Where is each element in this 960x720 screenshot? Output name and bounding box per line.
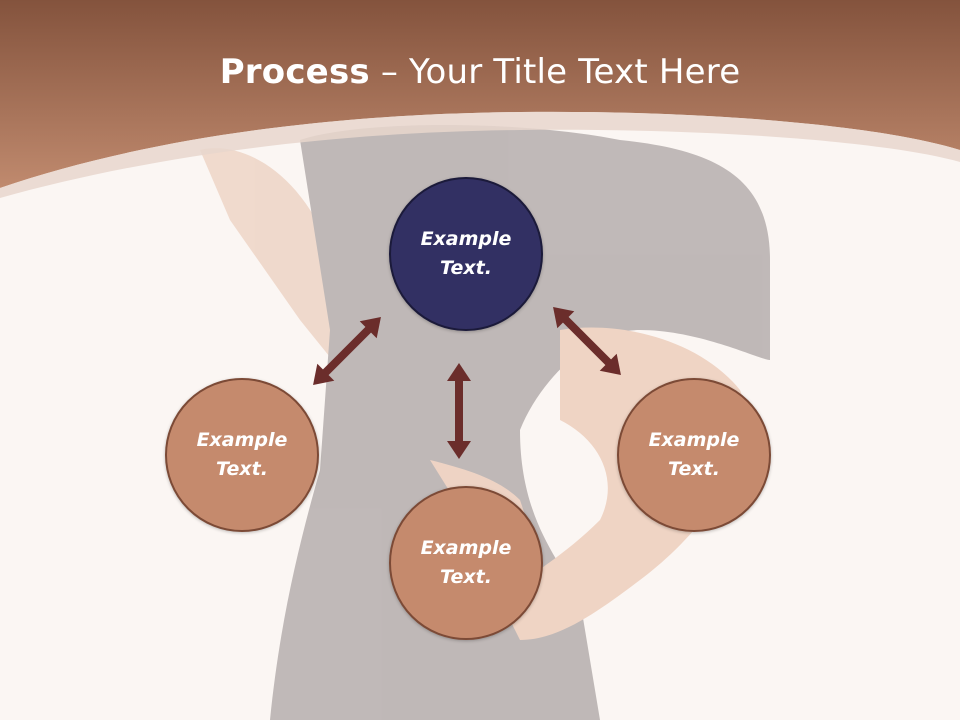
center-node-text: Example Text.	[420, 228, 512, 279]
left-node-text: Example Text.	[196, 429, 288, 480]
right-node: Example Text.	[617, 378, 771, 532]
slide-title: Process – Your Title Text Here	[0, 52, 960, 92]
right-node-text: Example Text.	[648, 429, 740, 480]
title-rest-text: – Your Title Text Here	[369, 52, 741, 92]
center-node: Example Text.	[389, 177, 543, 331]
left-node: Example Text.	[165, 378, 319, 532]
bottom-node: Example Text.	[389, 486, 543, 640]
bottom-node-text: Example Text.	[420, 537, 512, 588]
title-bold-text: Process	[219, 52, 370, 92]
